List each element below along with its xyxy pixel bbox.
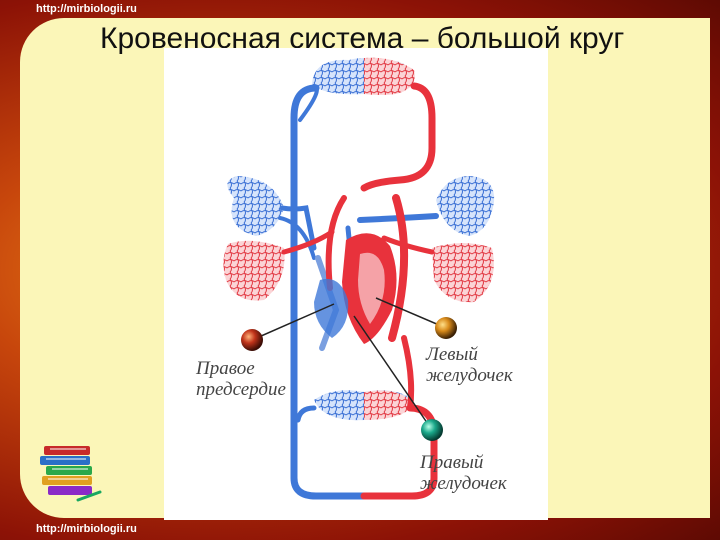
heart [314, 233, 397, 344]
right-ventricle-marker [421, 419, 443, 441]
left-ventricle-marker [435, 317, 457, 339]
circulatory-diagram-svg [223, 57, 495, 500]
lower-capillary-bed [314, 390, 414, 421]
upper-capillary-bed [312, 57, 415, 95]
left-capillary-bed [223, 176, 285, 301]
books-icon [38, 440, 104, 508]
site-url-bottom[interactable]: http://mirbiologii.ru [36, 523, 137, 535]
pointer-lines [251, 297, 447, 431]
right-capillary-bed [432, 176, 495, 303]
arterial-vessels [281, 82, 438, 500]
right-atrium-marker [241, 329, 263, 351]
site-url-top[interactable]: http://mirbiologii.ru [36, 3, 137, 15]
